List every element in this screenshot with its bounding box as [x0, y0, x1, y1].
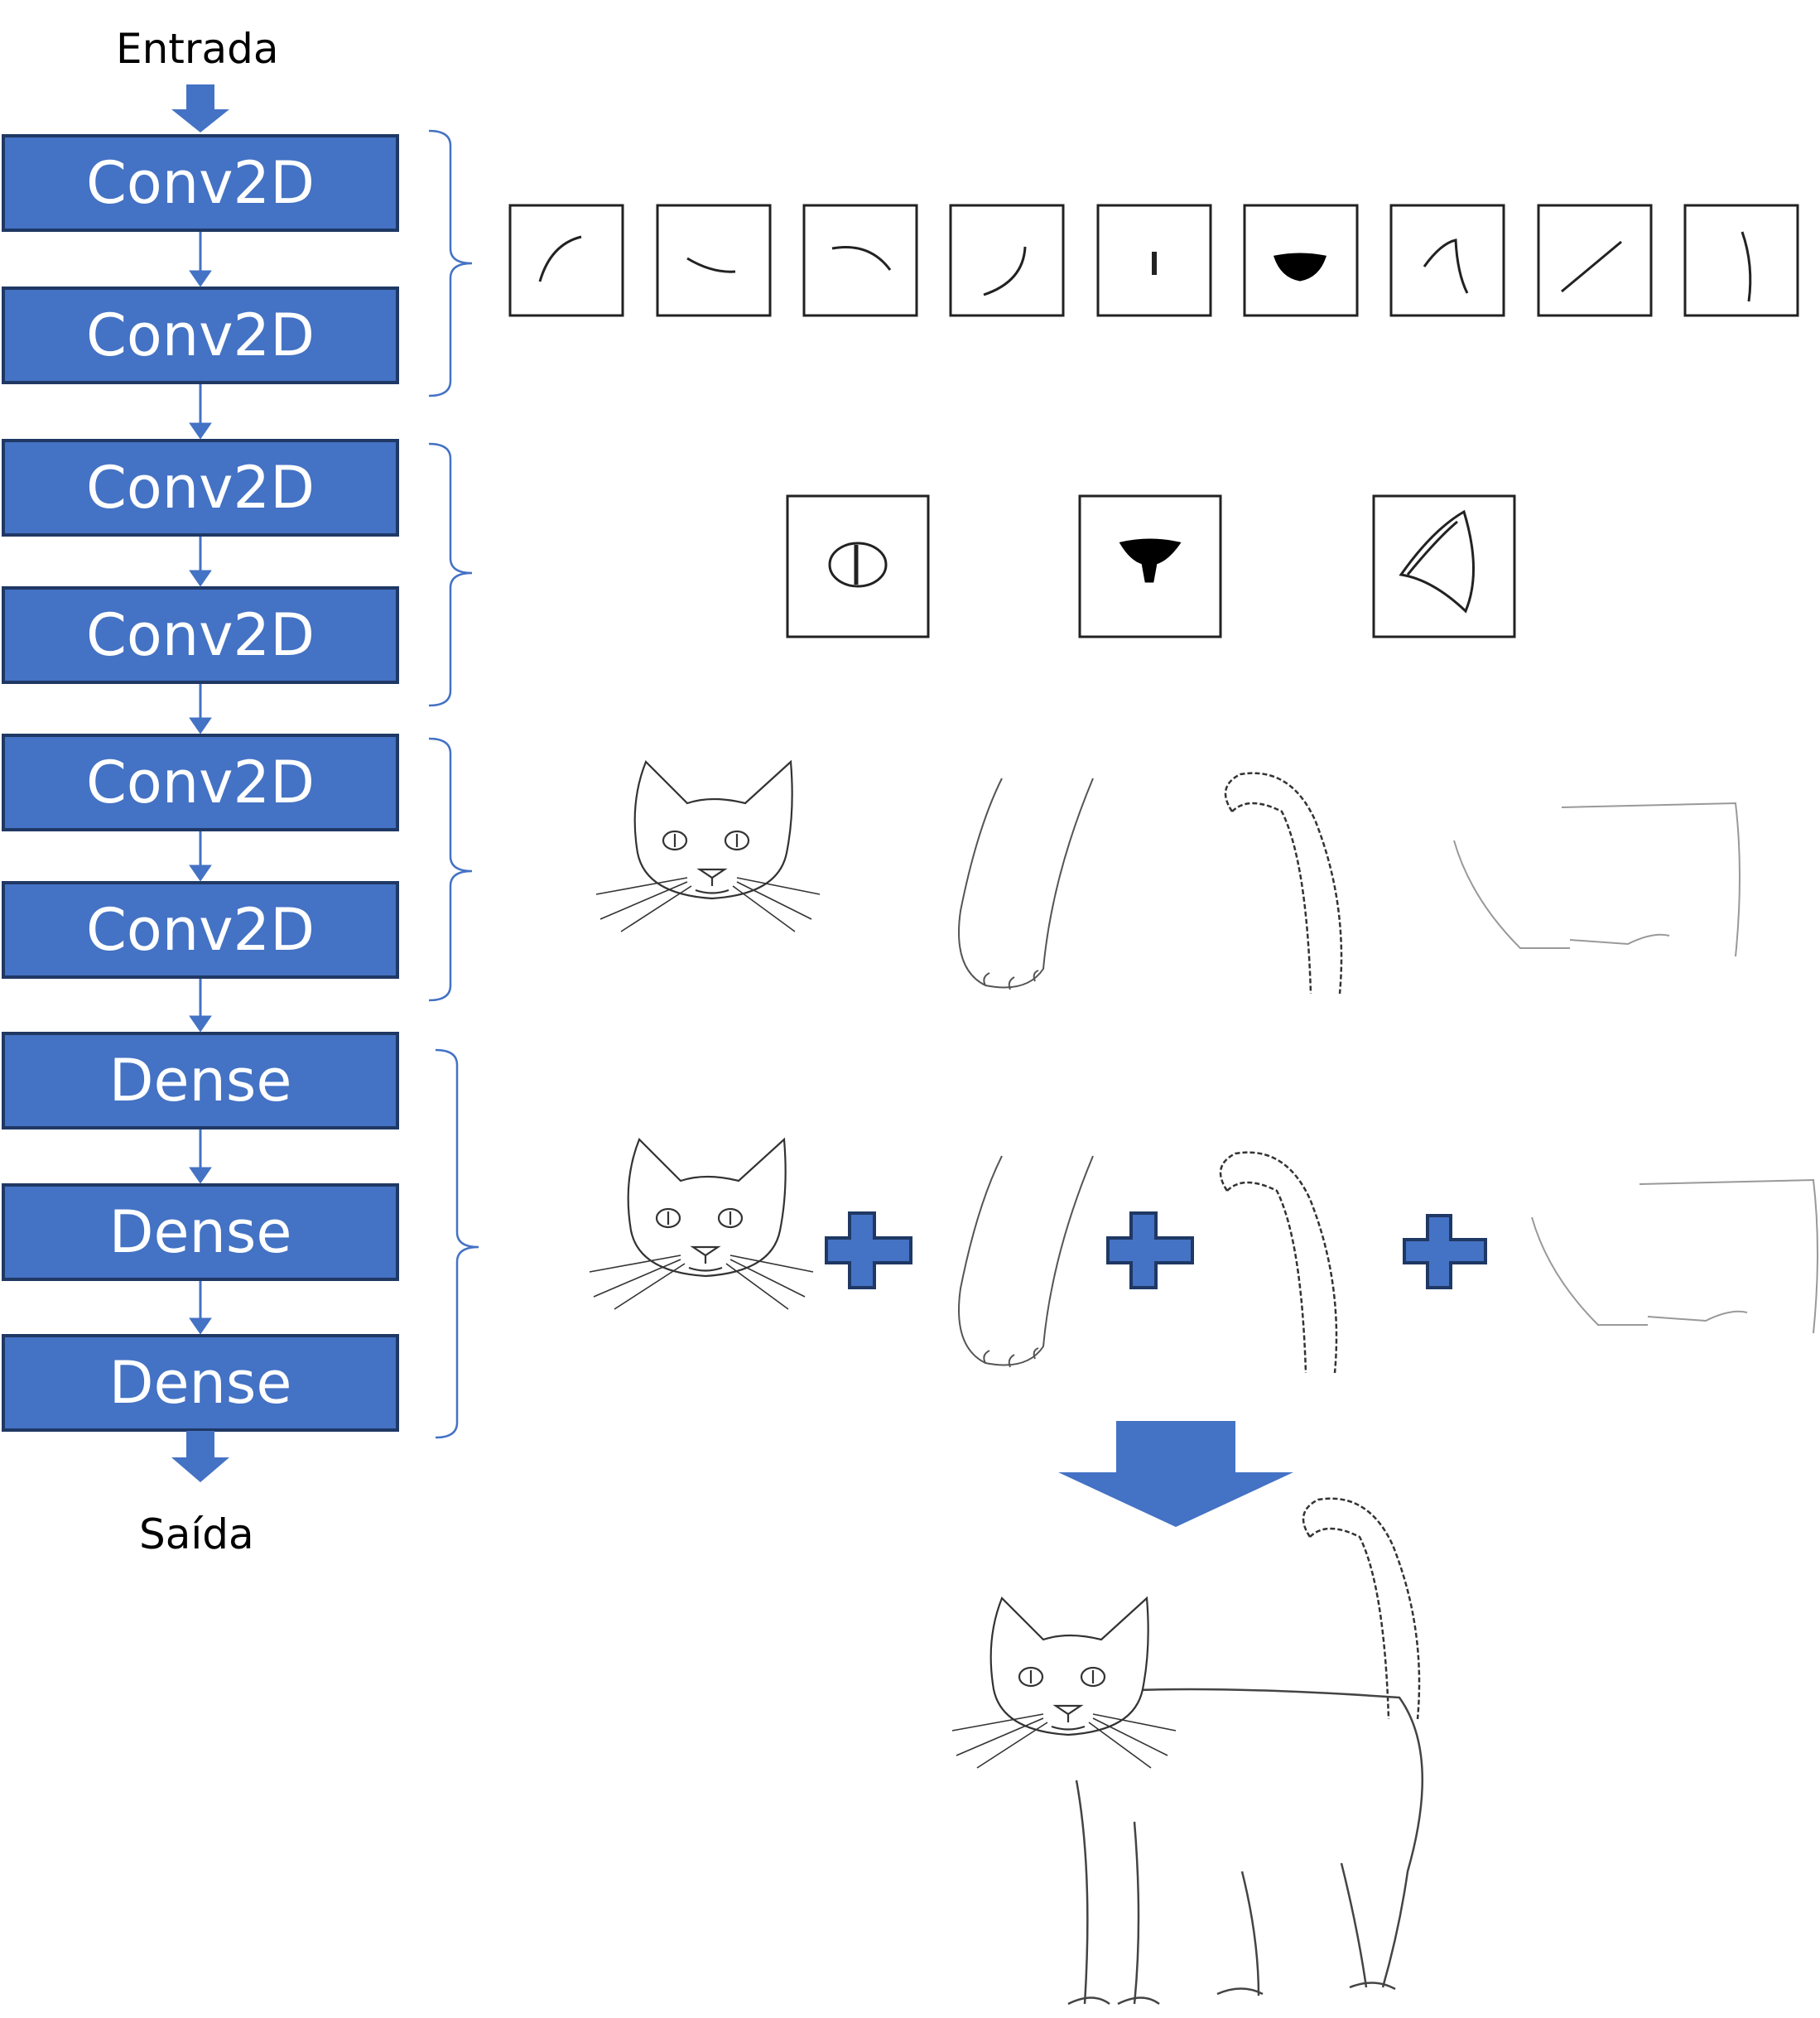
- layer-conv2d-5: Conv2D: [2, 734, 399, 831]
- plus-icon: [825, 1211, 912, 1289]
- hook-icon: [949, 204, 1065, 317]
- layer-connectors: [189, 232, 212, 1335]
- layer-dense-3: Dense: [2, 1334, 399, 1432]
- eye-icon: [786, 494, 930, 638]
- cat-sum-row: [588, 1138, 1818, 1375]
- cat-tail-icon: [1224, 772, 1343, 995]
- curve-line-icon: [1683, 204, 1799, 317]
- input-arrow: [171, 84, 229, 132]
- layer-conv2d-1: Conv2D: [2, 134, 399, 232]
- cat-body-icon: [1453, 802, 1741, 957]
- ear-stroke-icon: [1389, 204, 1505, 317]
- plus-icon: [1106, 1211, 1194, 1289]
- cat-paw-icon: [958, 1155, 1094, 1368]
- cat-parts-row: [595, 760, 1741, 995]
- brace-group-2: [428, 442, 473, 707]
- cat-body-icon: [1531, 1179, 1818, 1334]
- layer-conv2d-3: Conv2D: [2, 439, 399, 537]
- layer-dense-1: Dense: [2, 1032, 399, 1129]
- layer-conv2d-4: Conv2D: [2, 586, 399, 684]
- dash-icon: [656, 204, 772, 317]
- part-filters-row: [786, 494, 1516, 638]
- arc-right-icon: [802, 204, 918, 317]
- brace-group-3: [428, 737, 473, 1002]
- input-label: Entrada: [116, 25, 279, 73]
- arc-left-icon: [508, 204, 624, 317]
- cat-full-icon: [951, 1497, 1423, 2006]
- cat-head-icon: [595, 760, 821, 933]
- ear-icon: [1372, 494, 1516, 638]
- nose-icon: [1078, 494, 1222, 638]
- result-arrow: [1058, 1421, 1293, 1527]
- brace-group-4: [435, 1048, 479, 1439]
- layer-conv2d-6: Conv2D: [2, 881, 399, 979]
- layer-conv2d-2: Conv2D: [2, 287, 399, 384]
- output-arrow: [171, 1431, 229, 1482]
- layer-dense-2: Dense: [2, 1183, 399, 1281]
- edge-filters-row: [508, 204, 1799, 317]
- brace-group-1: [428, 129, 473, 397]
- diagonal-line-icon: [1537, 204, 1653, 317]
- braces: [428, 129, 479, 1439]
- vertical-bar-icon: [1096, 204, 1212, 317]
- cat-tail-icon: [1219, 1151, 1338, 1375]
- cat-paw-icon: [958, 778, 1094, 990]
- nose-blob-icon: [1243, 204, 1359, 317]
- plus-icon: [1403, 1214, 1487, 1289]
- output-label: Saída: [139, 1510, 254, 1558]
- cat-head-icon: [588, 1138, 815, 1311]
